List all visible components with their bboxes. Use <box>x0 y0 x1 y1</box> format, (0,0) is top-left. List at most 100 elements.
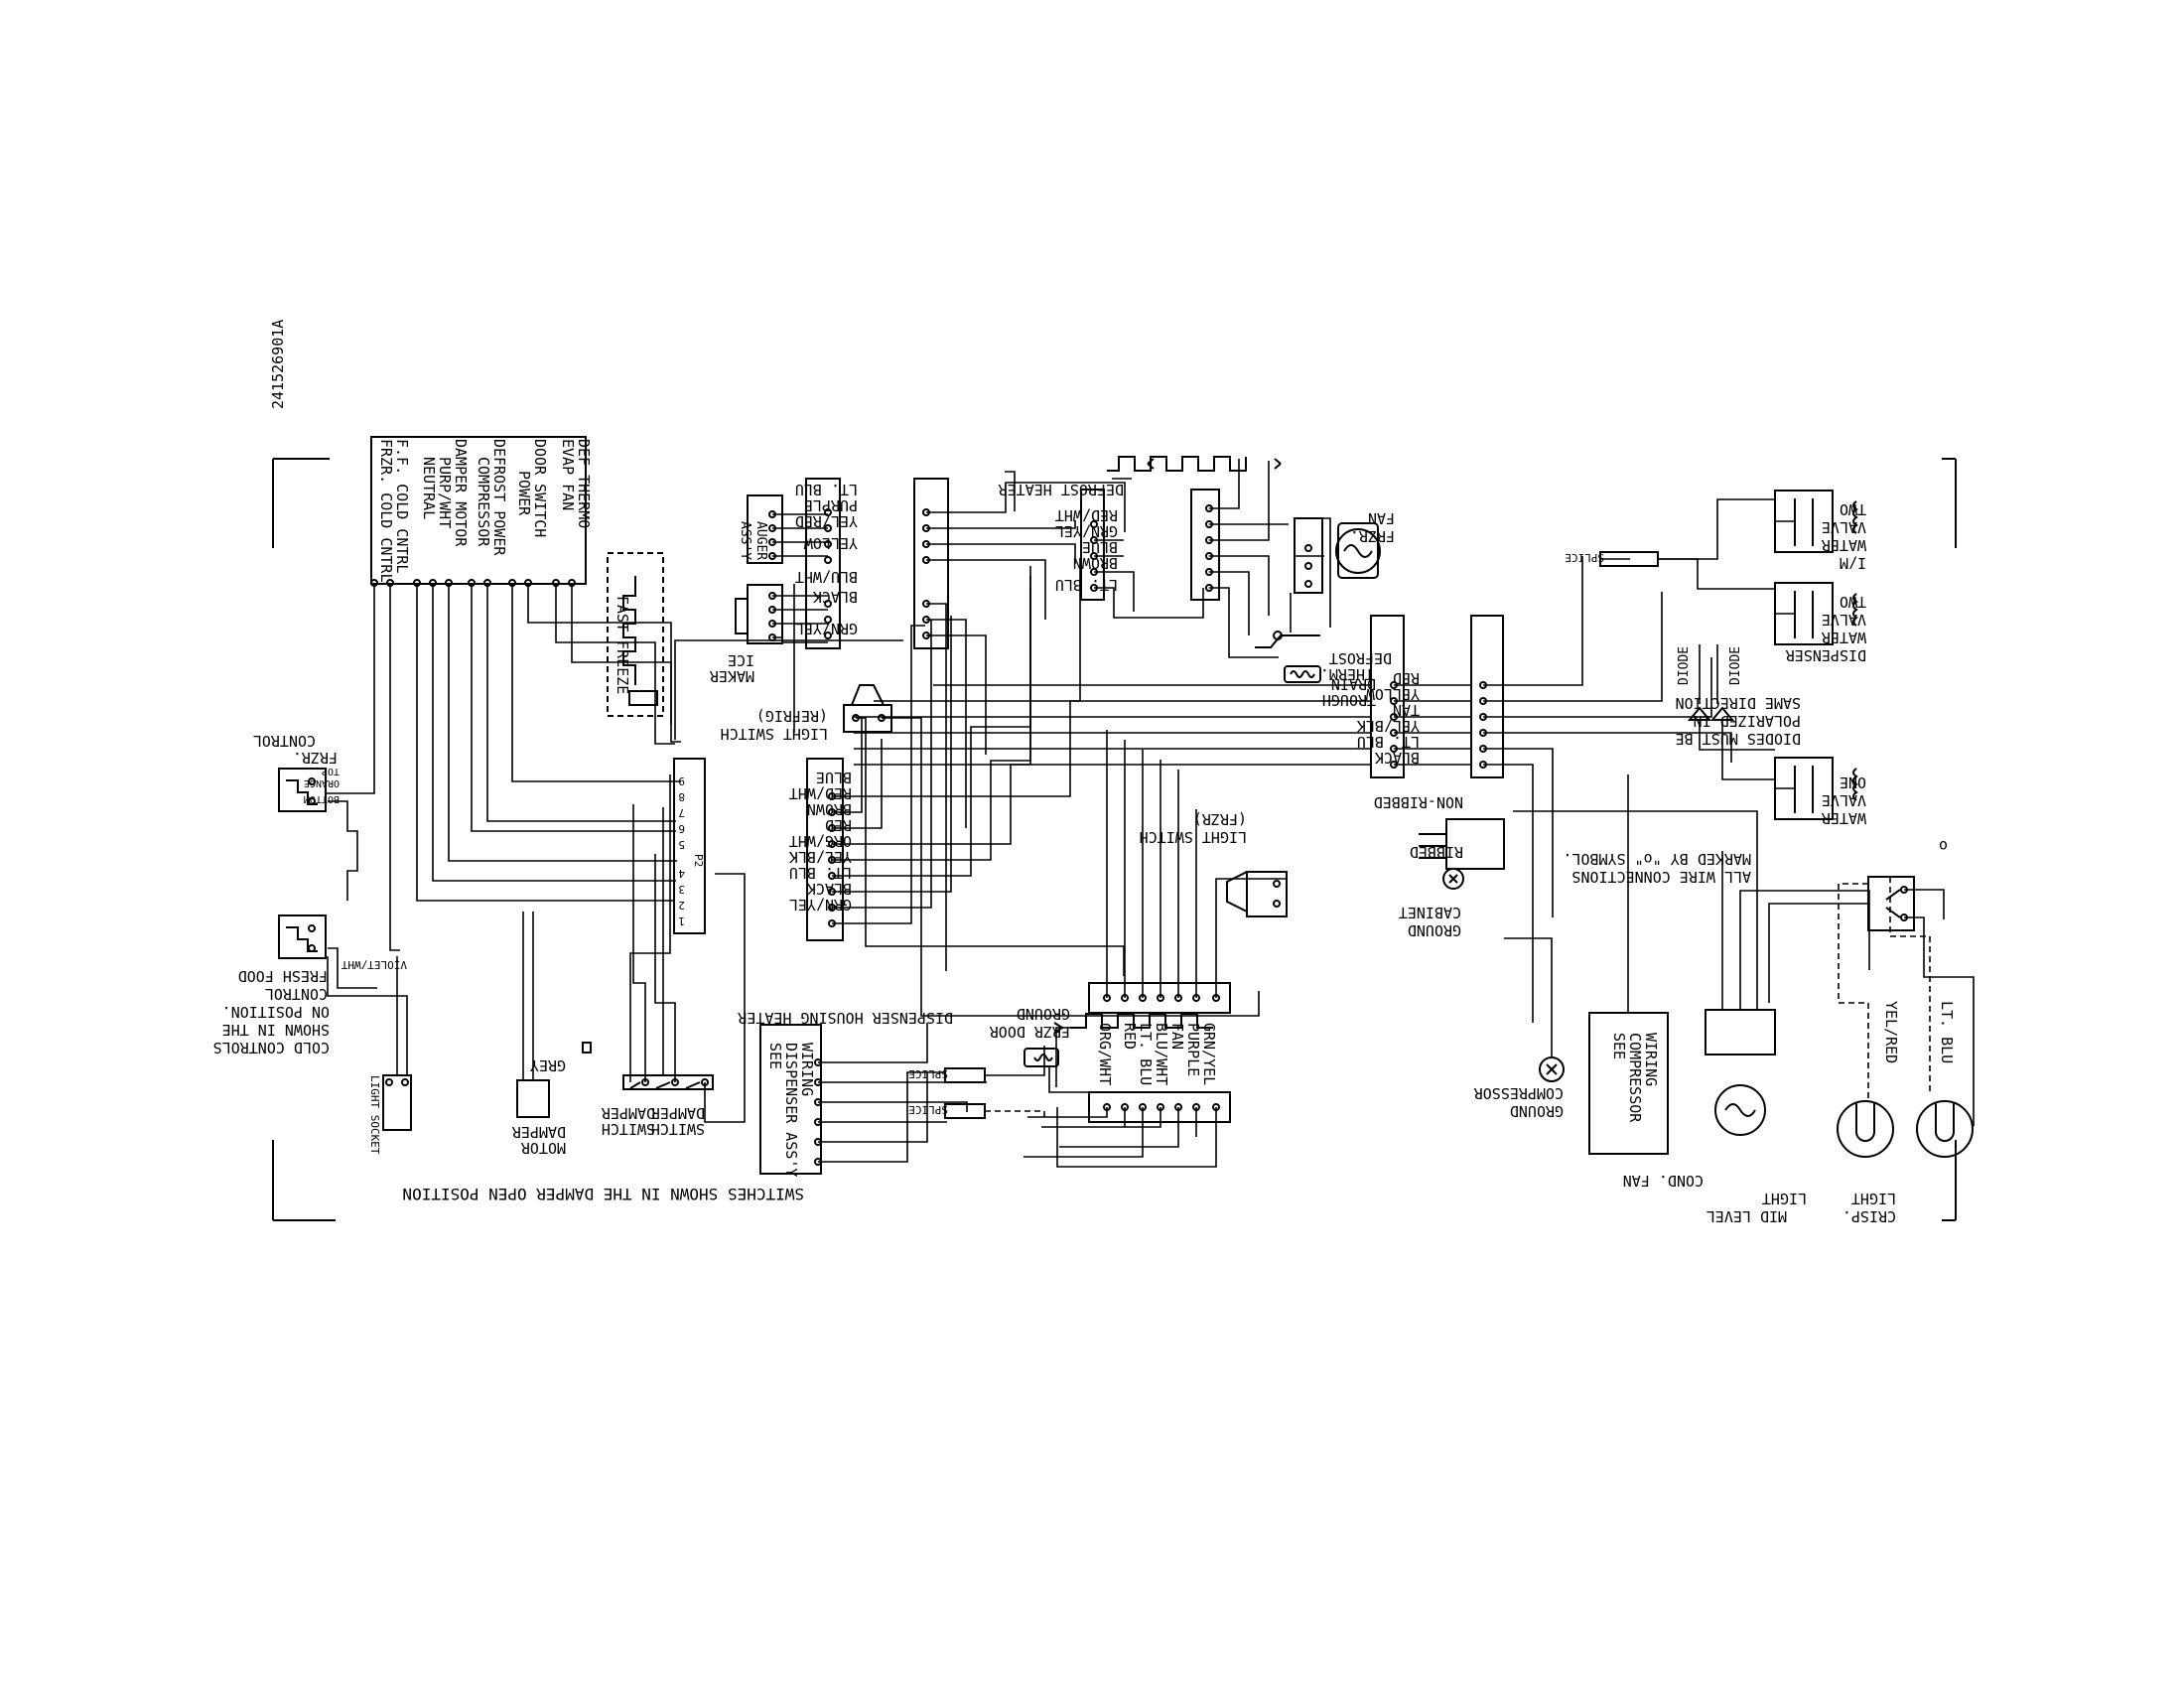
board-fn-defrost-power: DEFROST POWER <box>490 439 508 556</box>
note-diodes-3: SAME DIRECTION <box>1676 694 1801 712</box>
light-switch-refrig: LIGHT SWITCH (REFRIG) <box>721 684 892 743</box>
board-fn-door-switch: DOOR SWITCH <box>531 439 549 537</box>
door-wire-grn-yel: GRN/YEL <box>1200 1023 1218 1085</box>
mid-level-light: MID LEVEL LIGHT <box>1706 1100 1894 1225</box>
board-fn-neutral: NEUTRAL <box>420 457 438 519</box>
p2-pin-2: 2 <box>678 899 685 912</box>
compressor-ground: COMPRESSOR GROUND <box>1473 1056 1565 1120</box>
door-wire-purple: PURPLE <box>1184 1023 1202 1076</box>
defrost-heater-label: DEFROST HEATER <box>998 481 1124 498</box>
damper-switch2-label-1: DAMPER <box>601 1104 655 1122</box>
im-valve-label-2: WATER <box>1821 536 1866 554</box>
fresh-food-control-label-1: FRESH FOOD <box>238 967 328 985</box>
ice-wire-purple: PURPLE <box>804 496 858 514</box>
note-diodes-2: POLARIZED IN <box>1694 712 1801 730</box>
p2-pin-7: 7 <box>678 806 685 819</box>
cond-fan: COND. FAN <box>1623 1009 1776 1190</box>
door-wire-org-wht: ORG/WHT <box>1096 1023 1114 1085</box>
frzr-control-label-2: CONTROL <box>253 732 316 750</box>
ice-wire-grn-yel: GRN/YEL <box>795 620 858 637</box>
light-socket: LIGHT SOCKET <box>368 1074 412 1155</box>
light-switch-refrig-label-1: LIGHT SWITCH <box>721 725 828 743</box>
grey-label: GREY <box>530 1056 566 1074</box>
splice-label-2: SPLICE <box>908 1067 948 1080</box>
dispenser-housing-heater: DISPENSER HOUSING HEATER <box>737 1009 1213 1034</box>
damper-switch-label-2: SWITCH <box>651 1120 705 1138</box>
p2-label: P2 <box>692 854 705 867</box>
damper-switch: DAMPER SWITCH DAMPER SWITCH <box>601 1074 714 1138</box>
p2-wire-blue: BLUE <box>816 769 852 786</box>
lt-blu-label: LT. BLU <box>1938 1001 1956 1063</box>
yel-red-label: YEL/RED <box>1882 1001 1900 1063</box>
see-compressor-1: SEE <box>1610 1033 1628 1059</box>
see-dispenser-3: WIRING <box>798 1043 816 1096</box>
im-valve-label-1: I/M <box>1840 554 1866 572</box>
board-fn-evap-fan: EVAP FAN <box>559 439 577 510</box>
ice-maker-label-2: MAKER <box>709 667 754 685</box>
note-wire-connections-2: MARKED BY "o" SYMBOL. <box>1563 850 1751 868</box>
damper-motor: DAMPER MOTOR GREY <box>511 1042 592 1157</box>
splice-label-3: SPLICE <box>1565 551 1604 564</box>
valve-one-label-3: ONE <box>1840 774 1866 791</box>
p2-wire-yel-blk: YEL/BLK <box>789 848 852 866</box>
light-switch-frzr-label-1: LIGHT SWITCH <box>1140 828 1247 846</box>
drawing-number: 241526901A <box>269 320 287 409</box>
p2-wire-lt-blu: LT. BLU <box>789 864 852 882</box>
auger-assembly: AUGER ASS'Y <box>738 494 783 564</box>
see-dispenser-1: SEE <box>766 1043 784 1069</box>
evap-wire-lt-blu: LT. BLU <box>1055 576 1118 594</box>
p2-wire-org-wht: ORG/WHT <box>789 832 852 850</box>
frame-marks: 241526901A o <box>269 320 1957 1221</box>
o-marker: o <box>1939 837 1948 855</box>
note-switches: SWITCHES SHOWN IN THE DAMPER OPEN POSITI… <box>402 1185 804 1203</box>
schematic: 241526901A o SWITCHES SHOWN IN THE DAMPE… <box>213 320 1975 1225</box>
door-wire-fan: FAN <box>1168 1023 1186 1050</box>
frzr-fan: FRZR. FAN <box>1294 509 1395 594</box>
see-compressor-3: WIRING <box>1642 1033 1660 1086</box>
frzr-control: FRZR. CONTROL TOP ORANGE BOTTOM <box>253 732 340 812</box>
compressor-ground-label-1: COMPRESSOR <box>1473 1084 1564 1102</box>
p2-wire-red: RED <box>825 816 852 834</box>
frzr-door-ground-label-2: GROUND <box>1017 1005 1070 1023</box>
control-board: DEF THERMO EVAP FAN DOOR SWITCH POWER DE… <box>370 436 593 587</box>
drain-trough: DRAIN TROUGH <box>1284 665 1376 709</box>
board-fn-def-thermo: DEF THERMO <box>575 439 593 528</box>
ice-maker: ICE MAKER <box>709 584 783 685</box>
auger-pins <box>768 510 776 560</box>
im-valve-label-3: VALVE <box>1822 518 1866 536</box>
crisp-light: CRISP. LIGHT LT. BLU YEL/RED <box>1843 1001 1974 1225</box>
frzr-terminal-bottom: BOTTOM <box>304 793 340 804</box>
valve-one-label-1: WATER <box>1821 809 1866 827</box>
door-wire-lt-blu: LT. BLU <box>1137 1023 1155 1085</box>
p2-wire-grn-yel: GRN/YEL <box>789 896 852 914</box>
light-switch-frzr-label-2: (FRZR) <box>1193 810 1247 828</box>
evap-harness-pins <box>1090 504 1213 592</box>
board-fn-compressor: COMPRESSOR <box>475 457 492 547</box>
ribbed-label: RIBBED <box>1410 843 1463 861</box>
lamp-relay <box>1867 876 1915 931</box>
door-harness: GRN/YEL PURPLE FAN BLU/WHT LT. BLU RED O… <box>989 982 1231 1123</box>
ice-wire-black: BLACK <box>813 588 858 606</box>
ribbed-plugs: NON-RIBBED RIBBED <box>1374 793 1505 870</box>
defrost-therm: DEFROST THERM. <box>1255 631 1392 683</box>
fresh-food-control: FRESH FOOD CONTROL VIOLET/WHT <box>238 914 407 1003</box>
damper-motor-label-2: MOTOR <box>520 1139 566 1157</box>
door-harness-pins <box>1103 994 1220 1111</box>
light-socket-label: LIGHT SOCKET <box>368 1075 381 1155</box>
water-valve-one: WATER VALVE ONE <box>1774 757 1866 827</box>
ice-wire-yellow: YELLOW <box>803 534 858 552</box>
frzr-terminal-top: TOP <box>322 766 340 776</box>
im-water-valve: I/M WATER VALVE TWO <box>1774 490 1866 572</box>
note-cold-controls-3: ON POSITION. <box>222 1003 330 1021</box>
p2-pin-3: 3 <box>678 883 685 896</box>
ice-maker-label-1: ICE <box>728 651 754 669</box>
p2-pin-4: 4 <box>678 867 685 880</box>
evap-harness: RED/WHT GRN/YEL BLUE BROWN LT. BLU <box>1055 489 1220 601</box>
defrost-therm-label-1: DEFROST <box>1329 649 1392 667</box>
drain-trough-label-1: DRAIN <box>1331 675 1376 693</box>
p2-pin-1: 1 <box>678 914 685 927</box>
light-switch-frzr: LIGHT SWITCH (FRZR) <box>1140 810 1288 917</box>
board-fn-power: POWER <box>515 471 533 516</box>
ice-wire-lt-blu: LT. BLU <box>795 481 858 498</box>
cond-fan-label: COND. FAN <box>1623 1172 1704 1190</box>
